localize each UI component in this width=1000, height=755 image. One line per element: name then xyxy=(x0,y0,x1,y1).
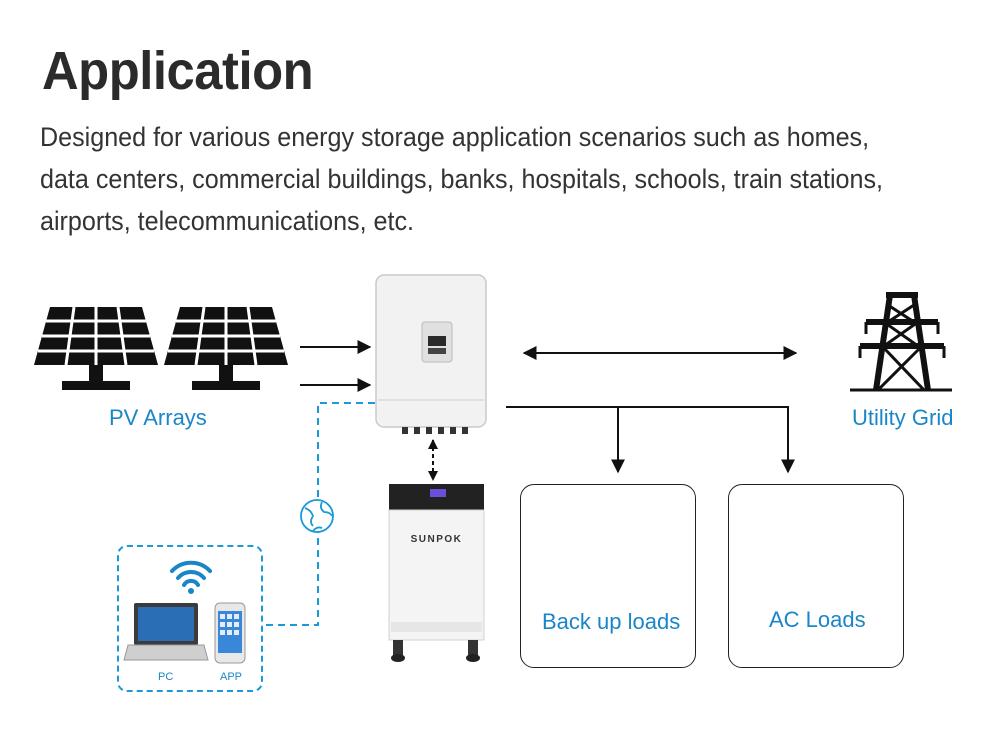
laptop-icon xyxy=(123,603,209,661)
ac-loads-label: AC Loads xyxy=(769,607,866,632)
wifi-icon xyxy=(170,560,212,594)
battery-cabinet-icon xyxy=(388,484,485,662)
globe-icon xyxy=(300,499,334,533)
power-tower-icon xyxy=(850,292,952,392)
monitoring-devices-box xyxy=(117,545,263,692)
pv-arrays-label: PV Arrays xyxy=(109,405,207,430)
ac-loads-box xyxy=(728,484,904,668)
battery-brand-label: SUNPOK xyxy=(410,534,463,545)
solar-panel-icon xyxy=(34,306,158,390)
utility-grid-label: Utility Grid xyxy=(852,405,954,430)
pc-label: PC xyxy=(158,671,174,683)
page-title: Application xyxy=(42,41,314,101)
app-label: APP xyxy=(220,671,243,683)
solar-panel-icon xyxy=(164,306,288,390)
description-text: Designed for various energy storage appl… xyxy=(40,122,884,236)
smartphone-icon xyxy=(214,602,246,664)
backup-loads-label: Back up loads xyxy=(542,609,681,634)
inverter-icon xyxy=(375,274,487,434)
backup-loads-box xyxy=(520,484,696,668)
